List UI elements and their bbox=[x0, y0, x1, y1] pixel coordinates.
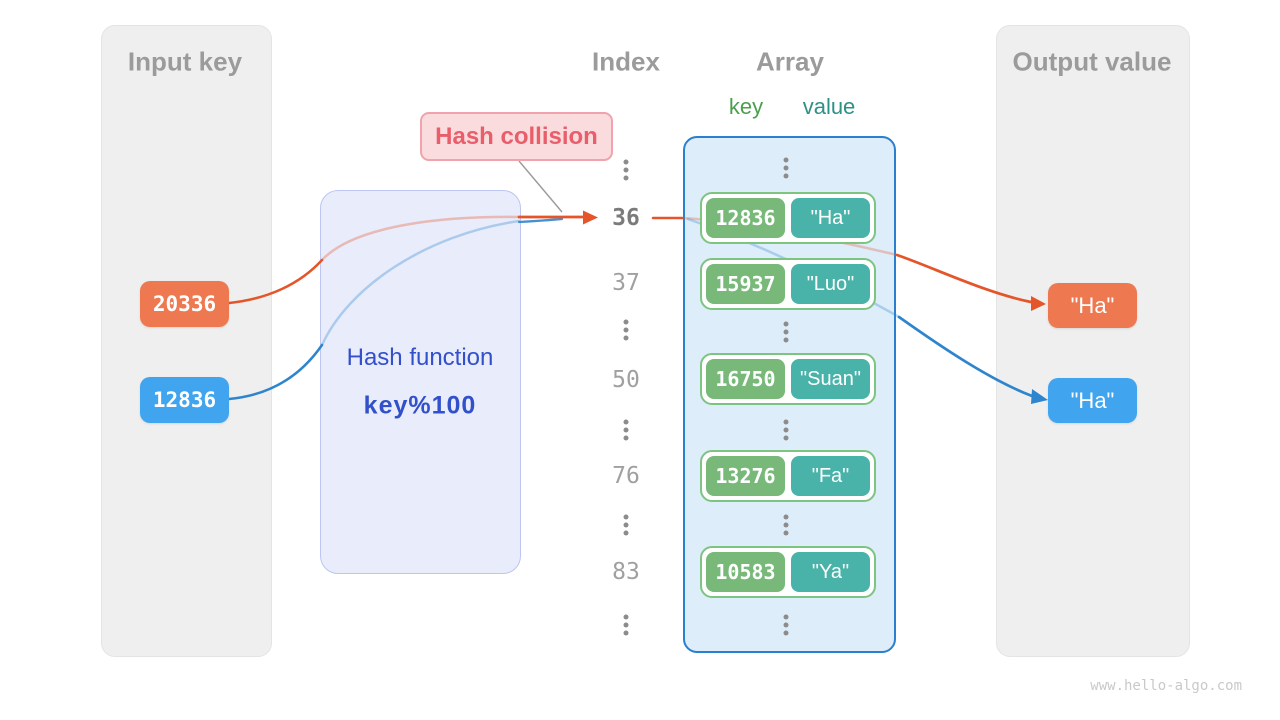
pair-value-badge: "Ya" bbox=[791, 552, 870, 592]
pair-key-badge: 13276 bbox=[706, 456, 785, 496]
index-83: 83 bbox=[612, 559, 640, 585]
collision-pointer-line bbox=[518, 160, 563, 213]
ellipsis-dots-icon bbox=[623, 514, 629, 536]
array-row-12836: 12836 "Ha" bbox=[700, 192, 876, 244]
input-key-badge-12836: 12836 bbox=[140, 377, 229, 423]
output-value-title: Output value bbox=[1012, 46, 1172, 77]
index-column-title: Index bbox=[592, 46, 660, 77]
array-row-16750: 16750 "Suan" bbox=[700, 353, 876, 405]
ellipsis-dots-icon bbox=[623, 159, 629, 181]
output-value-panel bbox=[996, 25, 1190, 657]
ellipsis-dots-icon bbox=[783, 321, 789, 343]
index-50: 50 bbox=[612, 367, 640, 393]
value-column-header: value bbox=[802, 94, 856, 119]
array-row-13276: 13276 "Fa" bbox=[700, 450, 876, 502]
ellipsis-dots-icon bbox=[783, 419, 789, 441]
ellipsis-dots-icon bbox=[783, 614, 789, 636]
hash-function-label: Hash function bbox=[346, 344, 494, 371]
output-value-badge-blue: "Ha" bbox=[1048, 378, 1137, 423]
site-watermark: www.hello-algo.com bbox=[1090, 678, 1242, 694]
pair-key-badge: 12836 bbox=[706, 198, 785, 238]
input-key-title: Input key bbox=[127, 46, 243, 77]
ellipsis-dots-icon bbox=[623, 319, 629, 341]
index-36: 36 bbox=[612, 205, 640, 231]
hash-function-box bbox=[320, 190, 521, 574]
ellipsis-dots-icon bbox=[783, 514, 789, 536]
array-row-10583: 10583 "Ya" bbox=[700, 546, 876, 598]
arrow-blue-merge-segment bbox=[517, 217, 564, 224]
pair-key-badge: 10583 bbox=[706, 552, 785, 592]
arrowhead-index36 bbox=[583, 210, 598, 225]
ellipsis-dots-icon bbox=[623, 419, 629, 441]
input-key-panel bbox=[101, 25, 272, 657]
pair-value-badge: "Ha" bbox=[791, 198, 870, 238]
index-76: 76 bbox=[612, 463, 640, 489]
pair-value-badge: "Fa" bbox=[791, 456, 870, 496]
pair-key-badge: 15937 bbox=[706, 264, 785, 304]
input-key-badge-20336: 20336 bbox=[140, 281, 229, 327]
hash-collision-badge: Hash collision bbox=[420, 112, 613, 161]
key-column-header: key bbox=[728, 94, 764, 119]
array-row-15937: 15937 "Luo" bbox=[700, 258, 876, 310]
index-37: 37 bbox=[612, 270, 640, 296]
array-title: Array bbox=[756, 46, 824, 77]
ellipsis-dots-icon bbox=[783, 157, 789, 179]
pair-key-badge: 16750 bbox=[706, 359, 785, 399]
pair-value-badge: "Luo" bbox=[791, 264, 870, 304]
ellipsis-dots-icon bbox=[623, 614, 629, 636]
output-value-badge-orange: "Ha" bbox=[1048, 283, 1137, 328]
hash-function-formula: key%100 bbox=[363, 391, 477, 420]
pair-value-badge: "Suan" bbox=[791, 359, 870, 399]
